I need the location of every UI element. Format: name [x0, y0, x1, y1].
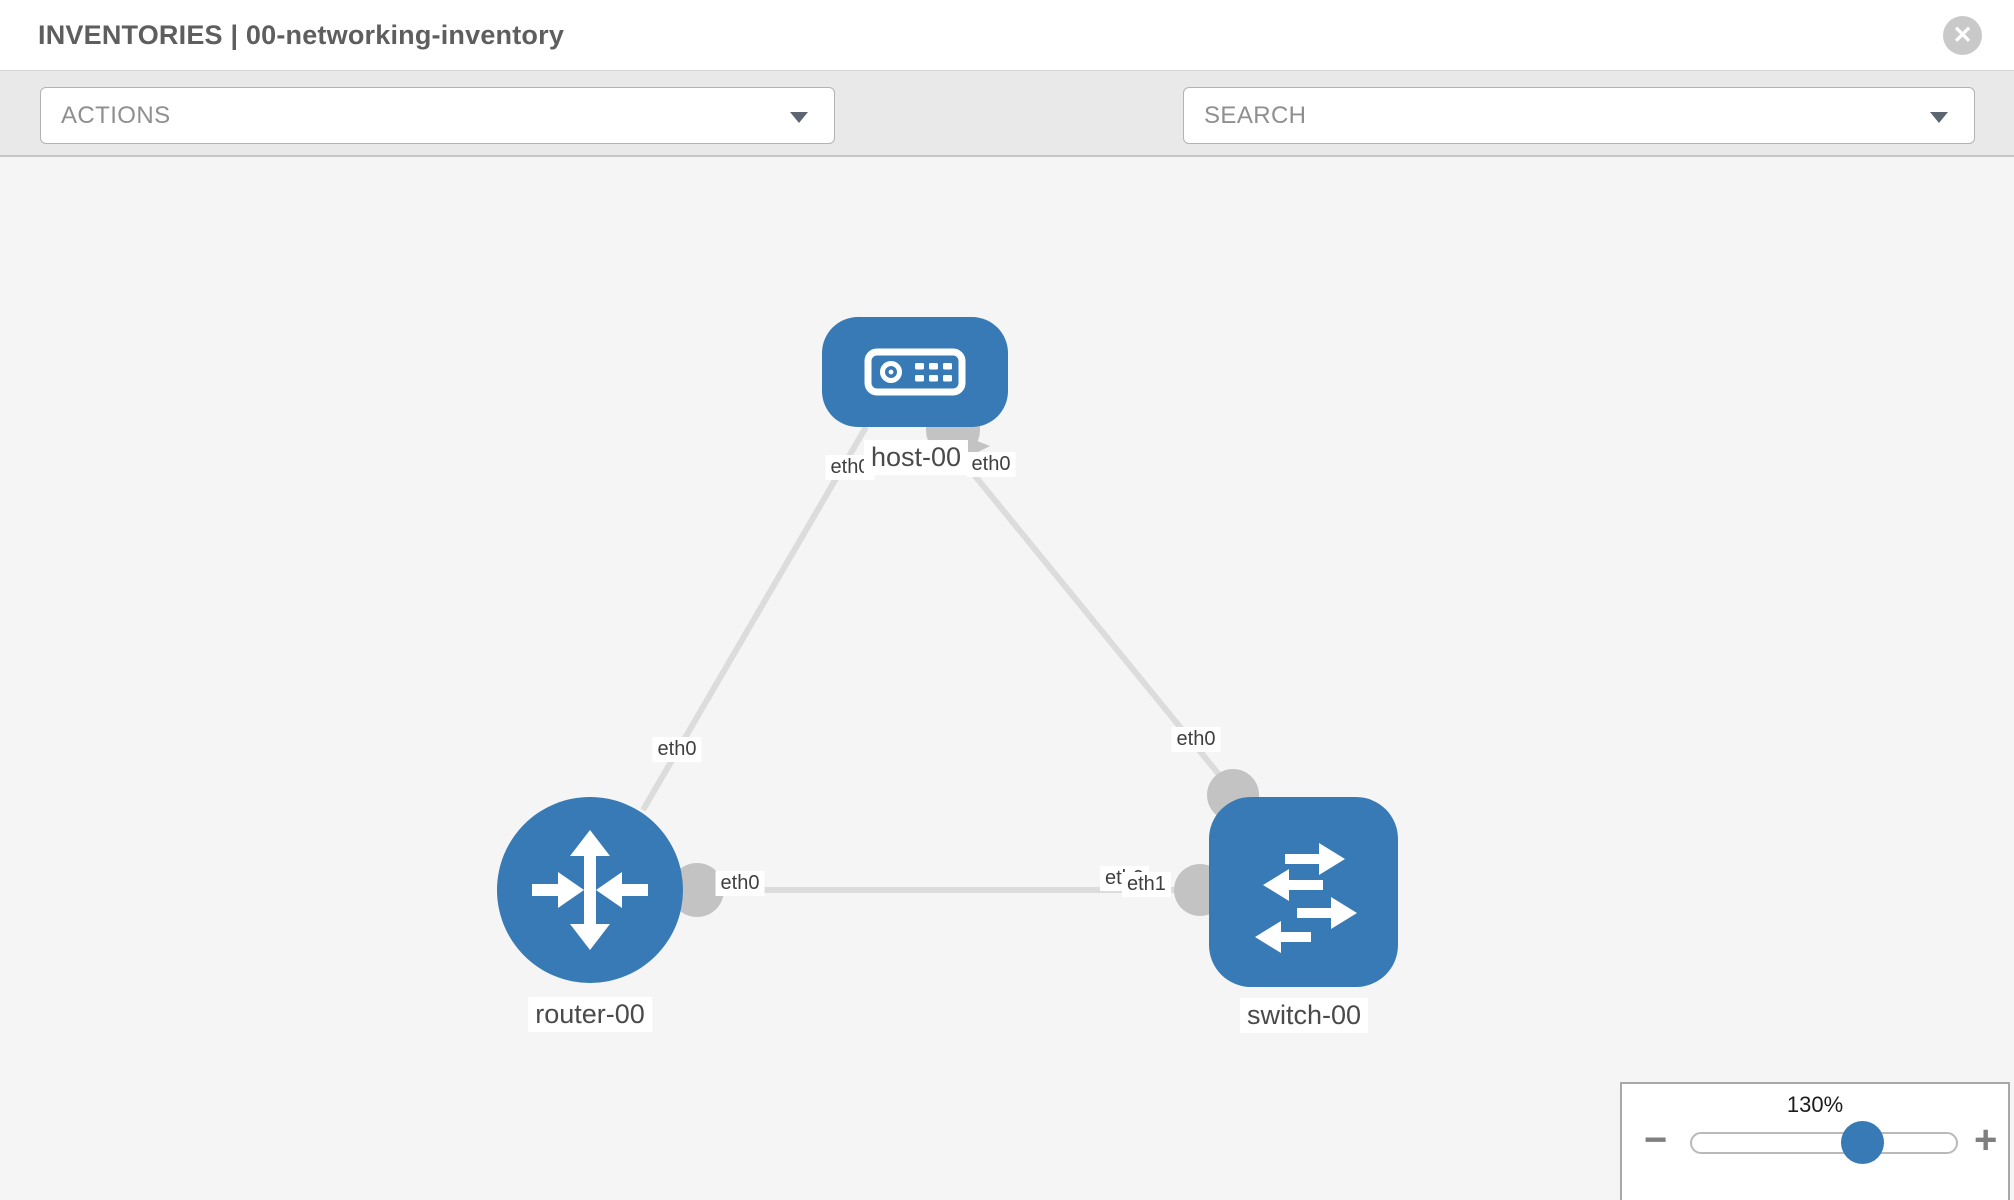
zoom-slider-track[interactable] — [1690, 1132, 1958, 1154]
close-icon[interactable]: ✕ — [1943, 16, 1982, 55]
node-host-00[interactable] — [822, 317, 1008, 427]
header: INVENTORIES | 00-networking-inventory ✕ — [0, 0, 2014, 70]
zoom-in-button[interactable]: + — [1974, 1118, 1998, 1162]
page-title: INVENTORIES | 00-networking-inventory — [38, 20, 565, 50]
zoom-level-value: 130% — [1786, 1092, 1844, 1117]
actions-dropdown-label: ACTIONS — [61, 101, 171, 129]
node-label-router-00: router-00 — [528, 997, 652, 1032]
chevron-down-icon — [1930, 112, 1948, 123]
chevron-down-icon — [790, 112, 808, 123]
zoom-control-panel: 130% − + — [1620, 1082, 2010, 1200]
if-label-host-eth0-right: eth0 — [966, 452, 1016, 477]
router-icon — [532, 830, 648, 950]
host-icon — [864, 348, 966, 396]
if-label-router-eth0-uplink: eth0 — [652, 737, 702, 762]
if-label-router-eth0: eth0 — [715, 871, 765, 896]
topology-canvas[interactable]: host-00 router-00 switch-00 eth0 eth0 et… — [0, 157, 2014, 1200]
if-label-switch-eth0-uplink: eth0 — [1171, 727, 1221, 752]
zoom-slider-thumb[interactable] — [1841, 1121, 1884, 1164]
node-label-host-00: host-00 — [863, 440, 969, 475]
zoom-out-button[interactable]: − — [1644, 1118, 1668, 1162]
node-router-00[interactable] — [497, 797, 683, 983]
search-dropdown-label: SEARCH — [1204, 101, 1307, 129]
links-layer — [640, 403, 1259, 917]
if-label-host-eth0-left: eth0 — [825, 455, 875, 480]
search-dropdown[interactable]: SEARCH — [1183, 87, 1975, 144]
node-switch-00[interactable] — [1209, 797, 1398, 987]
node-label-switch-00: switch-00 — [1239, 998, 1369, 1033]
if-label-switch-eth1: eth1 — [1122, 872, 1171, 897]
connector-router-right — [670, 863, 724, 917]
toolbar: ACTIONS SEARCH — [0, 70, 2014, 201]
switch-icon — [1254, 843, 1357, 953]
actions-dropdown[interactable]: ACTIONS — [40, 87, 835, 144]
